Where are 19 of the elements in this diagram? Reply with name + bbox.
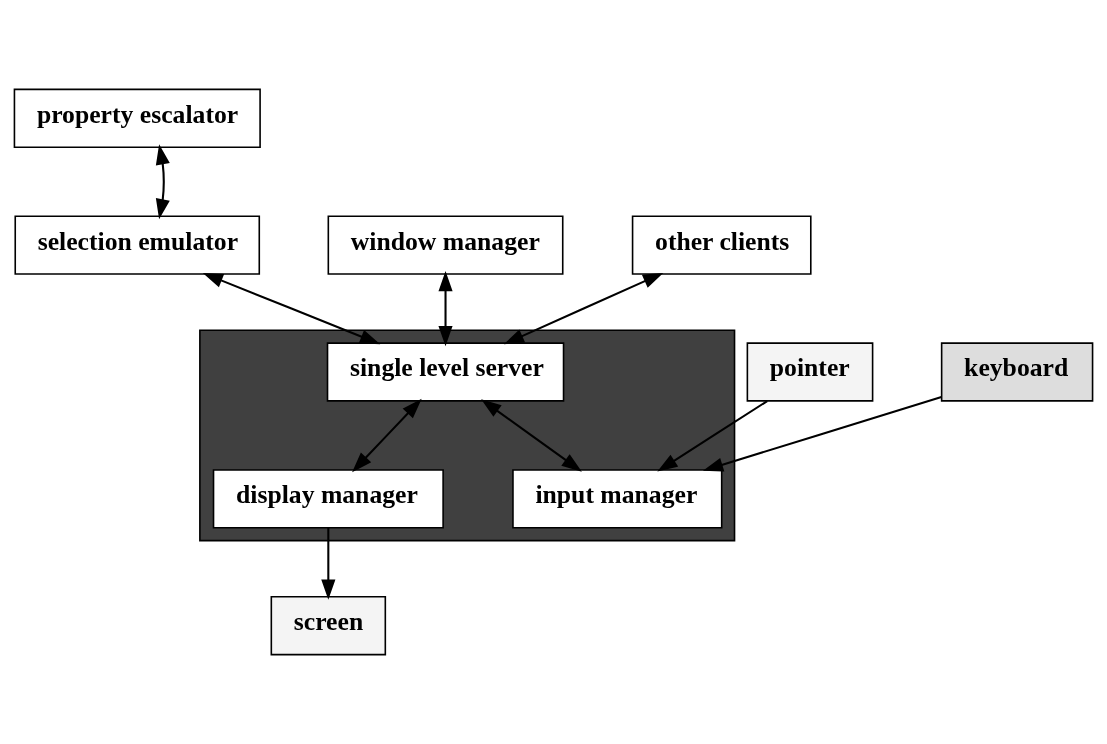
node-box: input manager: [512, 469, 723, 529]
node-box: pointer: [746, 342, 874, 402]
arrow: [657, 400, 768, 472]
node-box: other clients: [631, 215, 812, 275]
arrow: [481, 399, 582, 472]
arrow: [155, 144, 170, 220]
node-box: display manager: [212, 469, 444, 529]
arrow: [352, 398, 422, 473]
arrow: [702, 396, 942, 472]
arrow: [503, 272, 664, 345]
arrow: [438, 271, 453, 347]
arrow: [202, 273, 381, 345]
arrow: [321, 527, 336, 600]
node-box: keyboard: [940, 342, 1094, 402]
node-box: window manager: [327, 215, 564, 275]
node-box: single level server: [326, 342, 565, 402]
node-box: selection emulator: [14, 215, 261, 275]
node-box: property escalator: [13, 88, 261, 149]
node-box: screen: [270, 595, 387, 656]
